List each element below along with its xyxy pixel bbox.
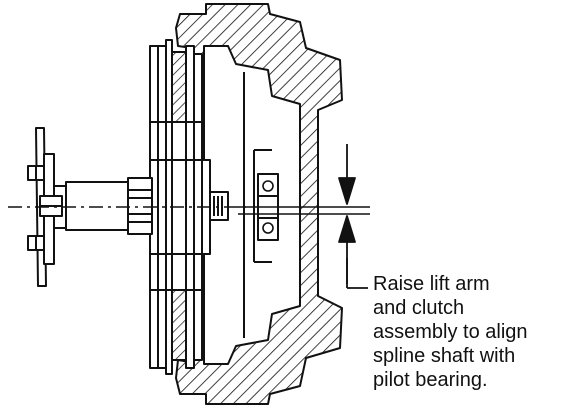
callout-line-1: Raise lift arm (373, 273, 490, 295)
callout-line-5: pilot bearing. (373, 369, 488, 391)
callout-line-2: and clutch (373, 297, 465, 319)
callout-text: Raise lift arm and clutch assembly to al… (373, 272, 569, 392)
callout-leader (346, 258, 368, 289)
lift-arm-bracket (27, 127, 67, 287)
centerlines (8, 206, 370, 215)
callout-line-3: assembly to align (373, 321, 528, 343)
callout-line-4: spline shaft with (373, 345, 516, 367)
